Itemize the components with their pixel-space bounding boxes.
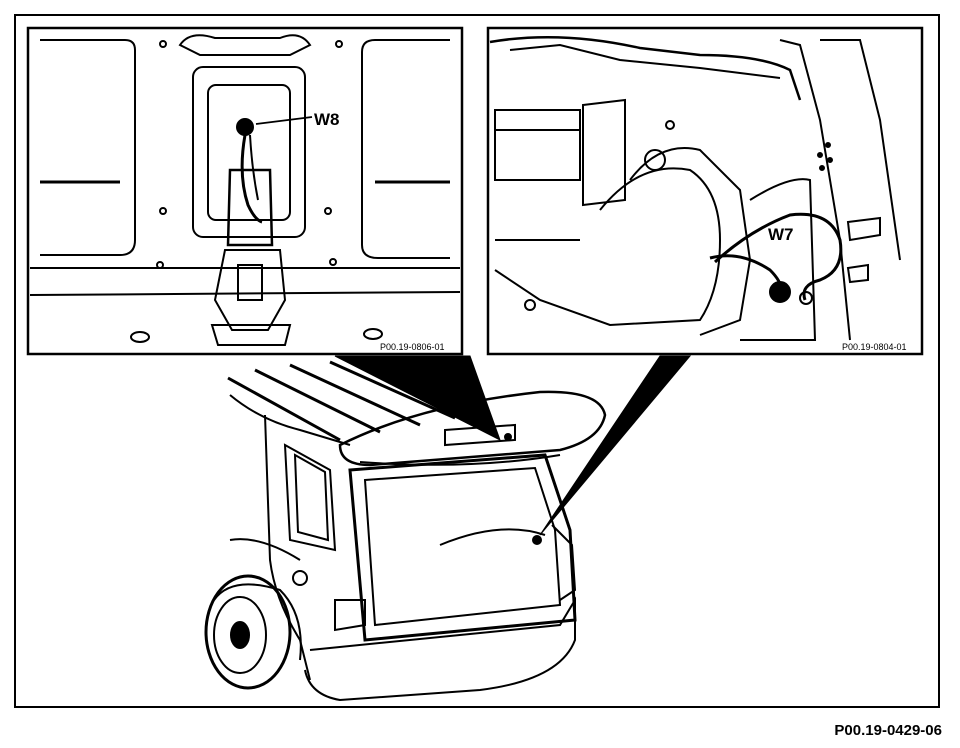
callout-w8: W8 — [314, 110, 340, 129]
vehicle-rear-view — [204, 358, 607, 702]
inset-left-detail — [26, 26, 464, 356]
inset-left-code: P00.19-0806-01 — [380, 342, 445, 352]
inset-right-detail — [486, 26, 924, 356]
callout-w7: W7 — [768, 225, 794, 244]
figure-frame — [14, 14, 940, 708]
figure-code: P00.19-0429-06 — [834, 722, 942, 739]
inset-leaders — [334, 355, 692, 536]
inset-right-code: P00.19-0804-01 — [842, 342, 907, 352]
